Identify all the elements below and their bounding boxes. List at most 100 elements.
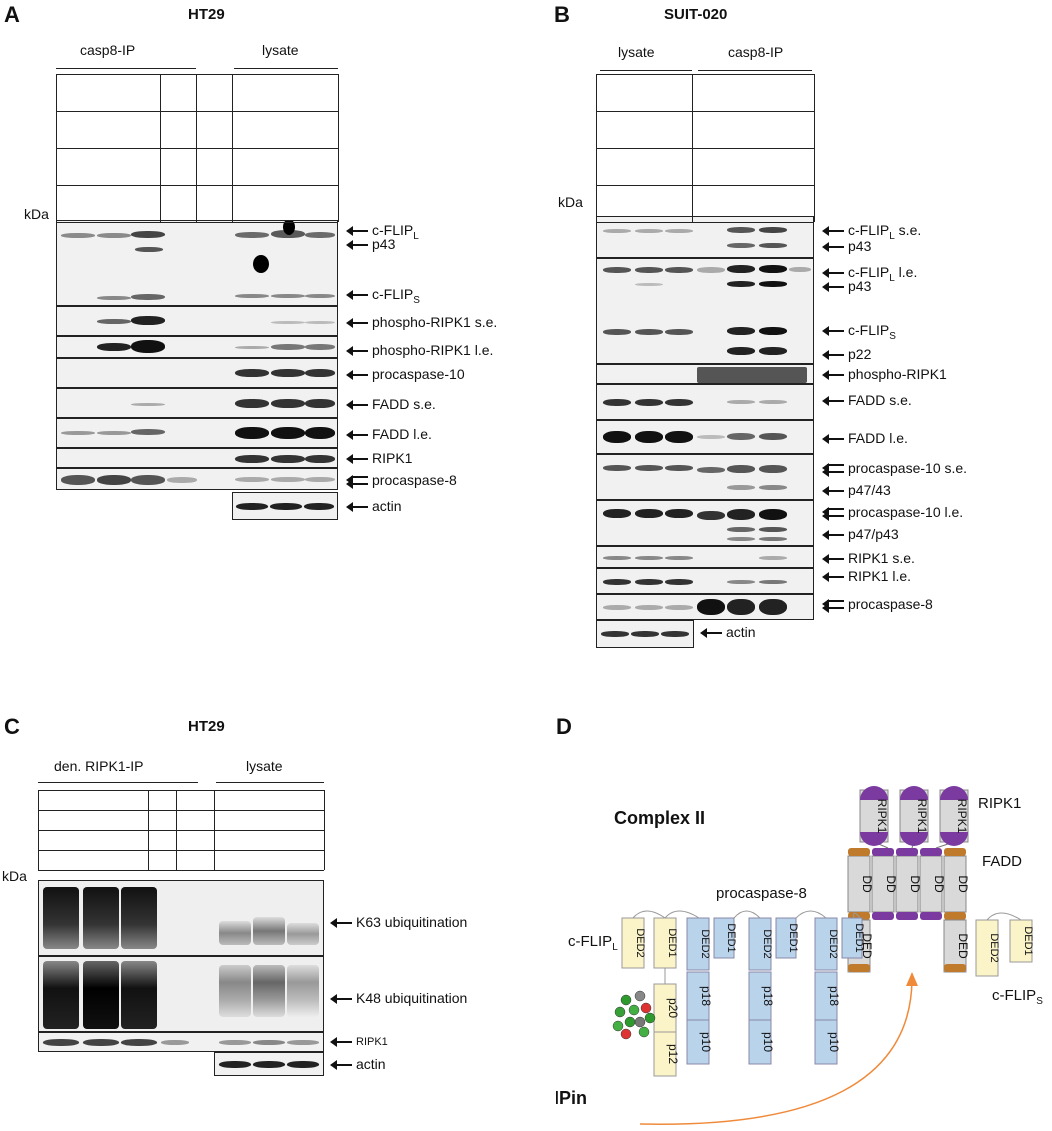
band-label-text: RIPK1	[372, 450, 413, 466]
panel-c-group-right-line	[216, 782, 324, 783]
flipin-atom	[620, 1028, 632, 1040]
panelA-band-label: procaspase-10	[346, 366, 465, 382]
panel-b-letter: B	[554, 2, 570, 27]
panelC-band-label: K63 ubiquitination	[330, 914, 467, 930]
flipin-atom	[614, 1006, 626, 1018]
band-label-text: procaspase-10 l.e.	[848, 504, 964, 520]
arrow-icon	[822, 530, 844, 541]
dd-cap	[848, 848, 870, 856]
panelB-band-label: c-FLIPL s.e.	[822, 222, 921, 245]
fadd-ded-text: DED	[860, 933, 874, 959]
p10-domain	[748, 1019, 772, 1065]
panel-c-group-left-line	[38, 782, 198, 783]
arrow-icon	[346, 240, 368, 251]
p10-text: p10	[827, 1032, 841, 1052]
dd-cap	[920, 848, 942, 856]
panel-a-blot-cflip	[56, 220, 338, 306]
arrow-icon	[822, 603, 844, 613]
panelB-grid-hline	[596, 111, 814, 112]
panelB-band-label: actin	[700, 624, 756, 640]
ripk1-cap	[860, 832, 888, 846]
arrow-icon	[346, 502, 368, 513]
ripk1-cap	[940, 786, 968, 800]
ded2-text: DED2	[827, 929, 839, 958]
band-label-text: p47/43	[848, 482, 891, 498]
panel-b-blot-fadd-se	[596, 384, 814, 420]
p12-domain	[653, 1031, 677, 1077]
band-label-suffix: s.e.	[894, 222, 922, 238]
ripk1-text: RIPK1	[875, 799, 889, 834]
band-label-text: c-FLIP	[372, 286, 414, 302]
p10-text: p10	[699, 1032, 713, 1052]
panel-d-letter: D	[556, 714, 572, 739]
panelA-grid-vline	[196, 74, 197, 222]
fadd-ded-cap	[848, 964, 870, 972]
dd-cap	[944, 848, 966, 856]
panelC-grid-hline	[38, 870, 324, 871]
panelB-grid-hline	[596, 185, 814, 186]
p18-text: p18	[699, 986, 713, 1006]
panelA-grid-hline	[56, 222, 338, 223]
band-label-text: FADD l.e.	[848, 430, 908, 446]
flipin-label: FLIPin	[556, 1088, 587, 1108]
panel-b-kda: kDa	[558, 194, 583, 210]
band-label-text: p47/p43	[848, 526, 899, 542]
arrow-icon	[822, 268, 844, 279]
cflipl-ded1-text: DED1	[666, 928, 678, 957]
dd-text: DD	[860, 875, 874, 893]
linker	[853, 912, 861, 919]
panelC-grid-hline	[38, 790, 324, 791]
panelB-band-label: p43	[822, 278, 871, 294]
panelC-grid-hline	[38, 830, 324, 831]
ded1-domain	[775, 917, 797, 959]
band-label-sub: S	[413, 294, 420, 306]
band-label-suffix: l.e.	[894, 264, 918, 280]
panelA-band-label: FADD s.e.	[346, 396, 436, 412]
linker	[795, 910, 827, 919]
dd-text: DD	[884, 875, 898, 893]
procaspase-8-label: procaspase-8	[716, 885, 807, 902]
panel-b-group-left-line	[600, 70, 692, 71]
cflipl-label: c-FLIPL	[568, 933, 618, 953]
panel-a-group-left: casp8-IP	[80, 42, 136, 58]
panelC-band-label: actin	[330, 1056, 386, 1072]
band-label-text: phospho-RIPK1 l.e.	[372, 342, 494, 358]
band-label-text: p22	[848, 346, 872, 362]
ded1-text: DED1	[725, 923, 737, 952]
panelB-band-label: c-FLIPS	[822, 322, 896, 345]
arrow-icon	[330, 1060, 352, 1071]
panelB-band-label: procaspase-10 s.e.	[822, 460, 967, 477]
panel-a-group-left-line	[56, 68, 196, 69]
panelB-grid-hline	[596, 74, 814, 75]
fadd-ded-text: DED	[956, 933, 970, 959]
band-label-text: procaspase-8	[372, 472, 457, 488]
arrow-icon	[346, 370, 368, 381]
arrow-icon	[822, 467, 844, 477]
ripk1-text: RIPK1	[955, 799, 969, 834]
panelB-grid-hline	[596, 222, 814, 223]
flipin-atom	[628, 1004, 640, 1016]
flipin-atom	[620, 994, 632, 1006]
panelB-band-label: c-FLIPL l.e.	[822, 264, 917, 287]
band-label-text: FADD s.e.	[848, 392, 912, 408]
panelC-grid-vline	[214, 790, 215, 870]
panelB-band-label: FADD l.e.	[822, 430, 908, 446]
arrow-icon	[346, 318, 368, 329]
panelC-grid-vline	[176, 790, 177, 870]
arrow-icon	[346, 400, 368, 411]
p20-text: p20	[666, 998, 680, 1018]
panelB-band-label: p47/43	[822, 482, 891, 498]
panelB-band-label: phospho-RIPK1	[822, 366, 947, 382]
band-label-text: RIPK1 s.e.	[848, 550, 915, 566]
cflips-linker	[986, 912, 1022, 921]
ripk1-cap	[940, 832, 968, 846]
panel-b-title: SUIT-020	[664, 6, 728, 23]
ded1-text: DED1	[853, 923, 865, 952]
dd-cap	[944, 912, 966, 920]
band-label-text: c-FLIP	[848, 264, 890, 280]
panel-a-group-right-line	[234, 68, 338, 69]
ded2-domain	[686, 917, 710, 971]
panel-b-blot-procaspase-8	[596, 594, 814, 620]
band-label-text: c-FLIP	[372, 222, 414, 238]
panelB-grid-vline	[692, 74, 693, 222]
